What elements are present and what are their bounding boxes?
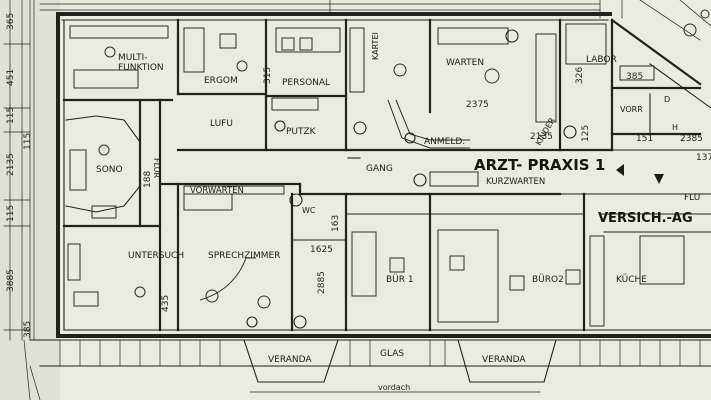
veranda-band	[29, 339, 711, 393]
dim-385-left: 385	[23, 321, 33, 338]
room-kurzwarten: KURZWARTEN	[486, 177, 545, 187]
furniture-ergom	[183, 27, 248, 73]
room-personal: PERSONAL	[282, 78, 330, 88]
dim-365: 365	[6, 13, 16, 30]
dim-115: 115	[6, 107, 16, 124]
room-buero1: BÜR 1	[386, 274, 414, 285]
arrow-left-icon	[616, 164, 624, 176]
room-versich: VERSICH.-AG	[598, 211, 693, 226]
furniture-anmeldung	[387, 99, 470, 149]
room-multifunktion: MULTI- FUNKTION	[118, 53, 164, 73]
interior-walls-left	[62, 98, 180, 332]
room-gang: GANG	[366, 164, 393, 174]
dim-125: 125	[581, 125, 591, 142]
round-corner-marks	[683, 9, 710, 37]
room-ergom: ERGOM	[204, 76, 238, 86]
top-boundary	[39, 0, 711, 41]
dim-2135-left: 2135	[6, 153, 16, 176]
room-sono: SONO	[96, 165, 123, 175]
room-lufu: LUFU	[210, 119, 233, 129]
dim-137: 137	[696, 153, 711, 163]
dim-451: 451	[6, 69, 16, 86]
room-flu: FLU	[684, 193, 700, 203]
room-anmeldung: ANMELD.	[424, 137, 465, 147]
label-glas: GLAS	[380, 349, 404, 359]
left-dimension-chain	[3, 0, 35, 341]
room-putzk: PUTZK	[286, 127, 317, 137]
room-untersuch: UNTERSUCH	[128, 251, 184, 261]
dim-2135-kinder: 2135	[530, 132, 553, 142]
room-warten: WARTEN	[446, 58, 484, 68]
arrow-down-icon	[654, 174, 664, 184]
interior-walls-bottom	[290, 182, 711, 332]
corridor-walls	[158, 148, 711, 196]
room-d: D	[664, 95, 670, 104]
furniture-vorwarten	[183, 185, 285, 195]
room-buero2: BÜRO2	[532, 274, 564, 285]
furniture-kurzwarten	[429, 171, 479, 187]
dim-326: 326	[575, 67, 585, 84]
dim-3885: 3885	[6, 269, 16, 292]
room-wc: WC	[302, 206, 316, 215]
dim-1115: 115	[23, 133, 33, 150]
dim-2385: 2385	[680, 134, 703, 144]
plant-symbols	[246, 29, 577, 329]
dim-2375: 2375	[466, 100, 489, 110]
furniture-personal	[271, 27, 341, 111]
furniture-untersuch	[67, 243, 146, 307]
furniture-sono	[69, 144, 117, 219]
furniture-labor	[565, 23, 655, 81]
dim-1625: 1625	[310, 245, 333, 255]
room-kueche: KÜCHE	[616, 274, 647, 285]
dim-315: 315	[263, 67, 273, 84]
direction-arrows	[347, 157, 664, 184]
furniture-kueche	[589, 235, 685, 327]
room-labor: LABOR	[586, 55, 617, 65]
furniture-kartei	[349, 27, 407, 93]
room-sprechzimmer: SPRECHZIMMER	[208, 251, 280, 261]
label-vordach: vordach	[378, 383, 410, 392]
room-vorwarten: VORWARTEN	[190, 186, 244, 196]
room-flur: FLUR	[152, 158, 161, 179]
furniture-buero1	[351, 231, 405, 297]
dim-2885: 2885	[317, 271, 327, 294]
dim-115b: 115	[6, 205, 16, 222]
dim-151: 151	[636, 134, 653, 144]
room-h: H	[672, 123, 678, 132]
furniture-warten	[437, 27, 557, 123]
dim-385-labor: 385	[626, 72, 643, 82]
dim-435: 435	[161, 295, 171, 312]
dim-188: 188	[143, 171, 153, 188]
room-kartei: KARTEI	[371, 32, 380, 60]
title-arzt-praxis: ARZT- PRAXIS 1	[474, 156, 605, 174]
veranda-mullions	[23, 339, 701, 400]
outer-walls	[56, 12, 711, 338]
dim-163: 163	[331, 215, 341, 232]
furniture-buero2	[437, 229, 581, 323]
label-veranda-1: VERANDA	[268, 355, 312, 365]
furniture-multifunktion	[69, 25, 169, 89]
label-veranda-2: VERANDA	[482, 355, 526, 365]
room-vorr: VORR	[620, 105, 643, 114]
interior-walls-top	[62, 18, 711, 152]
